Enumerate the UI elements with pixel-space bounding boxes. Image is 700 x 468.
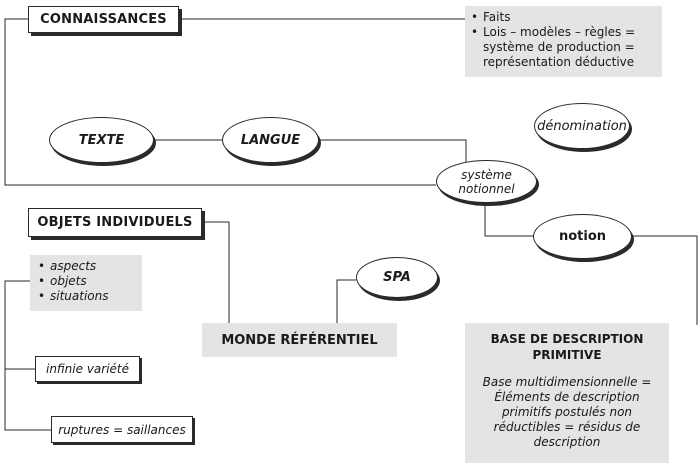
base-description-title: BASE DE DESCRIPTION PRIMITIVE bbox=[490, 332, 644, 362]
notion-label: notion bbox=[558, 229, 607, 244]
connaissances-bullet-faits: Faits bbox=[469, 10, 654, 25]
monde-referentiel-panel: MONDE RÉFÉRENTIEL bbox=[202, 323, 397, 357]
connaissances-details-panel: Faits Lois – modèles – règles = système … bbox=[465, 6, 662, 77]
langue-ellipse: LANGUE bbox=[222, 117, 319, 163]
base-description-panel: BASE DE DESCRIPTION PRIMITIVE Base multi… bbox=[465, 323, 669, 463]
objets-bullet-objets: objets bbox=[36, 274, 136, 289]
connaissances-title: CONNAISSANCES bbox=[40, 12, 167, 27]
connector-connaissances-systeme bbox=[4, 18, 436, 186]
texte-ellipse: TEXTE bbox=[49, 117, 154, 163]
connector-systeme-notion bbox=[484, 202, 533, 237]
objets-individuels-title: OBJETS INDIVIDUELS bbox=[37, 215, 193, 230]
connector-left-bracket bbox=[4, 280, 51, 431]
langue-label: LANGUE bbox=[240, 132, 301, 148]
infinie-variete-box: infinie variété bbox=[35, 356, 140, 382]
denomination-label: dénomination bbox=[537, 118, 627, 134]
objets-bullet-situations: situations bbox=[36, 289, 136, 304]
objets-individuels-box: OBJETS INDIVIDUELS bbox=[28, 208, 202, 237]
ruptures-box: ruptures = saillances bbox=[51, 416, 193, 443]
connaissances-bullet-lois: Lois – modèles – règles = système de pro… bbox=[469, 25, 654, 70]
connaissances-box: CONNAISSANCES bbox=[28, 6, 179, 33]
objets-bullet-aspects: aspects bbox=[36, 259, 136, 274]
objets-individuels-panel: aspects objets situations bbox=[30, 255, 142, 311]
connector-spa-monde bbox=[336, 279, 356, 323]
connector-notion-base bbox=[632, 235, 698, 325]
connector-objets-monde bbox=[202, 221, 230, 339]
connector-langue-systeme bbox=[319, 139, 467, 162]
denomination-ellipse: dénomination bbox=[534, 103, 630, 149]
spa-ellipse: SPA bbox=[356, 257, 438, 298]
infinie-variete-label: infinie variété bbox=[45, 362, 130, 376]
systeme-notionnel-ellipse: système notionnel bbox=[436, 160, 537, 203]
ruptures-label: ruptures = saillances bbox=[58, 422, 186, 437]
spa-label: SPA bbox=[383, 270, 411, 285]
base-description-body: Base multidimensionnelle = Éléments de d… bbox=[482, 375, 652, 449]
monde-referentiel-label: MONDE RÉFÉRENTIEL bbox=[221, 332, 378, 348]
notion-ellipse: notion bbox=[533, 214, 632, 259]
texte-label: TEXTE bbox=[78, 132, 125, 148]
systeme-notionnel-label: système notionnel bbox=[458, 167, 515, 196]
